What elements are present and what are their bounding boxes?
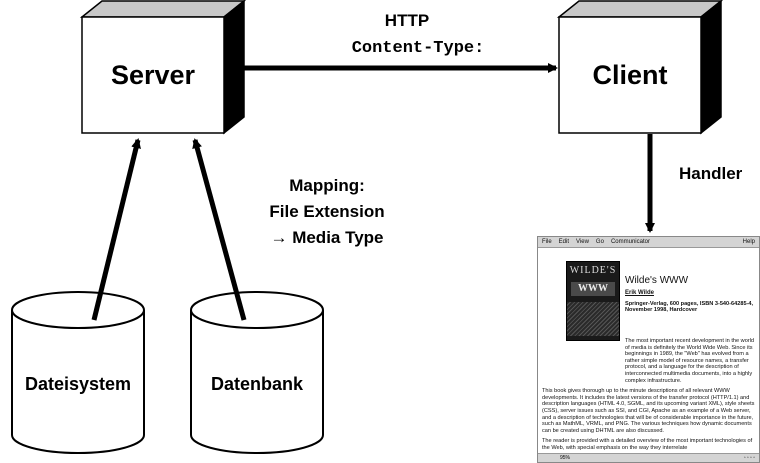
browser-menubar: File Edit View Go Communicator Help [538,237,759,248]
server-box: Server [79,0,247,135]
book-info: Wilde's WWW Erik Wilde Springer-Verlag, … [625,275,755,318]
intro-paragraph: The most important recent development in… [625,338,755,384]
menu-view[interactable]: View [576,239,589,245]
menu-file[interactable]: File [542,239,552,245]
publisher-info: Springer-Verlag, 600 pages, ISBN 3-540-6… [625,300,754,314]
http-label: HTTP [385,11,429,30]
content-type-label: Content-Type: [352,39,485,58]
book-cover-image: WILDE'S WWW [566,261,620,341]
book-description: The most important recent development in… [542,338,757,456]
server-label: Server [111,60,196,90]
database-to-server-arrow [192,138,247,321]
author-link[interactable]: Erik Wilde [625,290,654,296]
browser-page: WILDE'S WWW Wilde's WWW Erik Wilde Sprin… [538,248,759,451]
cover-www: WWW [578,283,608,294]
browser-window: File Edit View Go Communicator Help WILD… [537,236,760,463]
handler-label: Handler [679,164,743,183]
menu-go[interactable]: Go [595,239,604,245]
cover-title: WILDE'S [569,265,617,276]
mapping-label-line2: File Extension [269,202,384,221]
mapping-label-line3: → Media Type [270,228,383,247]
status-zoom: 95% [560,455,571,461]
book-title: Wilde's WWW [625,275,689,286]
cover-artwork [567,302,619,336]
menu-edit[interactable]: Edit [558,239,570,245]
browser-statusbar: 95% ▫ ▫ ▫ ▫ [538,453,759,462]
status-icons: ▫ ▫ ▫ ▫ [743,455,755,461]
database-cylinder: Datenbank [190,291,324,454]
menu-help[interactable]: Help [742,239,755,245]
client-label: Client [592,60,667,90]
menu-communicator[interactable]: Communicator [610,239,650,245]
client-box: Client [556,0,724,135]
description-paragraph: This book gives thorough up to the minut… [542,388,755,434]
cover-www-band: WWW [571,282,615,296]
overview-paragraph: The reader is provided with a detailed o… [542,438,753,451]
filesystem-to-server-arrow [91,138,141,321]
filesystem-label: Dateisystem [25,374,131,394]
mapping-label-line1: Mapping: [289,176,365,195]
filesystem-cylinder: Dateisystem [11,291,145,454]
database-label: Datenbank [211,374,304,394]
